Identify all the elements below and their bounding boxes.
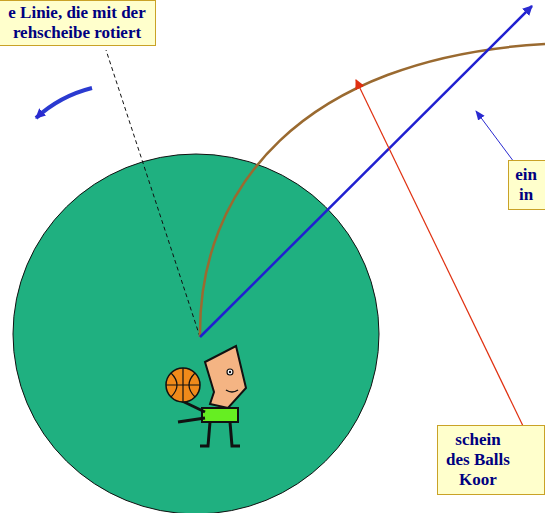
turntable-disc	[13, 154, 379, 513]
callout-box: e Linie, die mit der rehscheibe rotiert	[0, 0, 156, 46]
apparent-path	[200, 44, 545, 337]
person-figure	[166, 346, 246, 446]
rotation-arrow	[36, 88, 92, 118]
callout-text: e Linie, die mit der rehscheibe rotiert	[2, 3, 152, 43]
callout-box: ein in	[508, 160, 545, 210]
callout-text: ein in	[513, 165, 539, 205]
leader-line	[476, 111, 514, 162]
callout-text: schein des Balls Koor	[444, 430, 512, 490]
callout-box: schein des Balls Koor	[437, 425, 545, 495]
leader-line	[356, 80, 524, 428]
rotating-line	[106, 50, 200, 337]
straight-path	[200, 6, 532, 337]
